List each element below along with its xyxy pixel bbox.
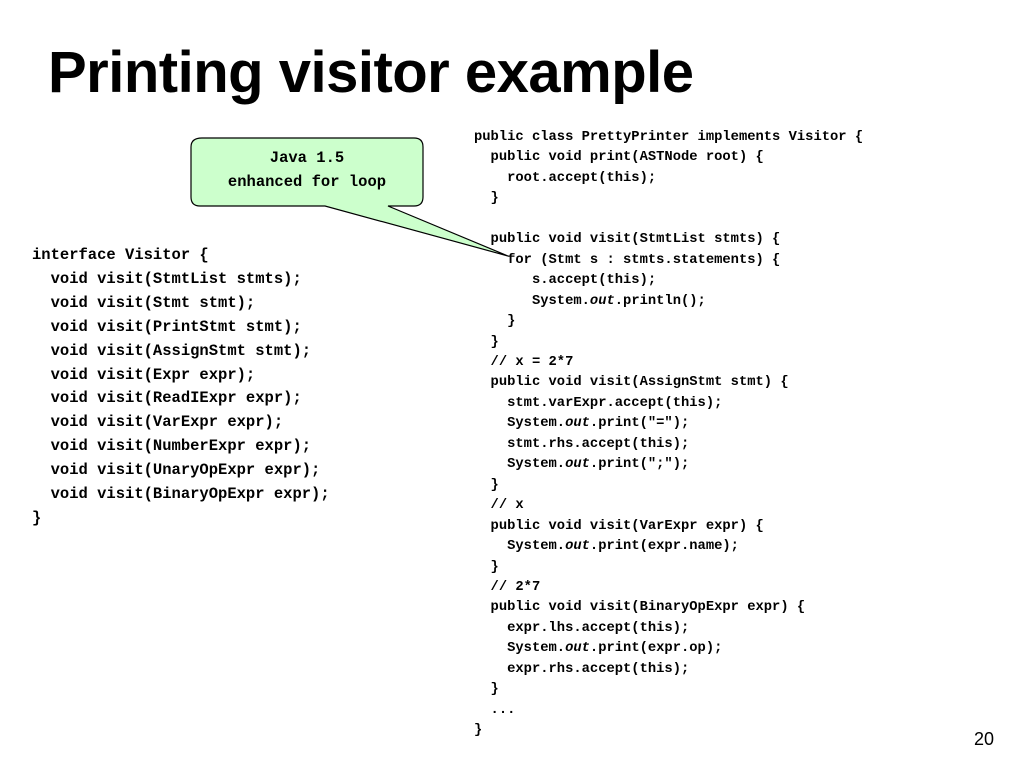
class-code-line: public void print(ASTNode root) { [474,148,863,168]
class-code-line: System.out.print(expr.op); [474,639,863,659]
code-text: // x [474,498,524,514]
class-code-line: } [474,680,863,700]
class-code-line: } [474,312,863,332]
code-text: stmt.varExpr.accept(this); [474,395,723,411]
interface-code-line: void visit(NumberExpr expr); [32,437,312,456]
code-text: public void visit(StmtList stmts) { [474,232,781,248]
class-code-line: System.out.println(); [474,292,863,312]
code-text: System. [474,416,566,432]
interface-code-line: void visit(PrintStmt stmt); [32,317,302,336]
code-text: } [474,191,499,207]
class-code-line: System.out.print("="); [474,414,863,434]
class-code-line: // 2*7 [474,578,863,598]
code-text: stmt.rhs.accept(this); [474,436,690,452]
code-text: } [474,723,483,739]
callout-line-1: Java 1.5 [269,149,345,167]
code-text: System. [474,457,566,473]
code-text: } [474,334,499,350]
code-text: } [474,314,516,330]
interface-code-line: } [32,508,42,527]
visitor-interface-code: interface Visitor { void visit(StmtList … [32,244,330,531]
class-code-line: expr.rhs.accept(this); [474,660,863,680]
interface-code-line: void visit(VarExpr expr); [32,413,284,432]
class-code-line: stmt.varExpr.accept(this); [474,394,863,414]
code-italic-text: out [565,641,590,657]
page-number: 20 [973,729,994,749]
code-text: // x = 2*7 [474,354,574,370]
class-code-line: for (Stmt s : stmts.statements) { [474,251,863,271]
slide-title: Printing visitor example [48,40,694,105]
class-code-line: root.accept(this); [474,169,863,189]
class-code-line: } [474,189,863,209]
code-text: public class PrettyPrinter implements Vi… [474,130,864,145]
code-italic-text: out [565,539,590,555]
class-code-line: stmt.rhs.accept(this); [474,435,863,455]
code-text: // 2*7 [474,579,541,595]
interface-code-line: void visit(UnaryOpExpr expr); [32,461,321,480]
class-code-line: expr.lhs.accept(this); [474,619,863,639]
code-text: .print(";"); [589,457,690,473]
code-text: public void visit(AssignStmt stmt) { [474,375,789,391]
callout-line-2: enhanced for loop [227,173,387,191]
class-code-line: public void visit(StmtList stmts) { [474,230,863,250]
code-italic-text: out [565,416,590,432]
code-text: root.accept(this); [474,170,657,186]
code-text: public void print(ASTNode root) { [474,150,764,166]
code-text: public void visit(BinaryOpExpr expr) { [474,600,806,616]
interface-code-line: interface Visitor { [32,246,209,264]
code-text: ... [474,702,516,718]
class-code-line [474,210,863,230]
code-text: .println(); [614,293,706,309]
interface-code-line: void visit(Expr expr); [32,365,256,384]
code-italic-text: out [565,457,590,473]
class-code-line: // x = 2*7 [474,353,863,373]
code-text: s.accept(this); [474,273,657,289]
callout-text: Java 1.5 enhanced for loop [191,146,423,194]
code-text: } [474,682,499,698]
interface-code-line: void visit(BinaryOpExpr expr); [32,485,330,504]
pretty-printer-class-code: public class PrettyPrinter implements Vi… [474,128,863,742]
class-code-line: } [474,476,863,496]
interface-code-line: void visit(AssignStmt stmt); [32,341,312,360]
interface-code-line: void visit(StmtList stmts); [32,269,302,288]
class-code-line: } [474,333,863,353]
code-text: System. [474,641,566,657]
code-text: System. [474,539,566,555]
class-code-line: public void visit(BinaryOpExpr expr) { [474,598,863,618]
class-code-line: System.out.print(";"); [474,455,863,475]
class-code-line: System.out.print(expr.name); [474,537,863,557]
class-code-line: public void visit(AssignStmt stmt) { [474,373,863,393]
class-code-line: } [474,721,863,741]
code-text: expr.lhs.accept(this); [474,620,690,636]
code-text: } [474,559,499,575]
code-text: System. [474,293,590,309]
code-text: .print("="); [589,416,690,432]
class-code-line: public void visit(VarExpr expr) { [474,517,863,537]
code-italic-text: out [589,293,615,309]
interface-code-line: void visit(ReadIExpr expr); [32,389,302,408]
code-text: .print(expr.name); [589,539,739,555]
class-code-line: public class PrettyPrinter implements Vi… [474,128,863,148]
class-code-line: ... [474,701,863,721]
code-text: expr.rhs.accept(this); [474,661,690,677]
code-text: .print(expr.op); [589,641,723,657]
class-code-line: } [474,558,863,578]
class-code-line: // x [474,496,863,516]
code-text: } [474,477,499,493]
interface-code-line: void visit(Stmt stmt); [32,293,256,312]
code-text: public void visit(VarExpr expr) { [474,518,764,534]
code-text: for (Stmt s : stmts.statements) { [474,252,781,268]
class-code-line: s.accept(this); [474,271,863,291]
